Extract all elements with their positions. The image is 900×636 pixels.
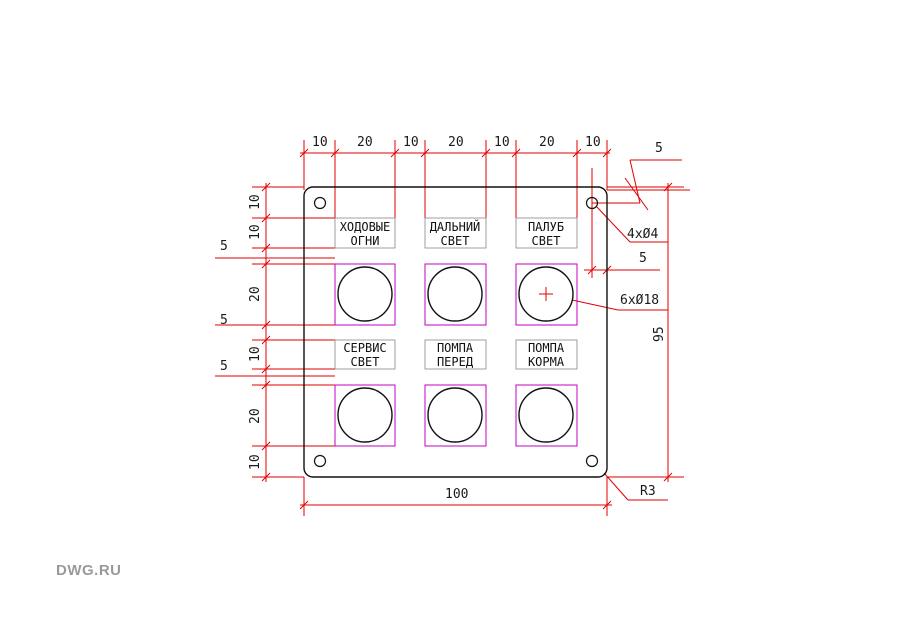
dim-button-holes: 6xØ18 — [620, 293, 659, 308]
button-hole — [427, 266, 483, 322]
button-square — [515, 263, 578, 326]
label-boxes — [334, 217, 578, 370]
mount-hole — [585, 196, 599, 210]
label-line-1: ХОДОВЫЕ — [340, 220, 391, 234]
dimension-text-top: 10 20 10 20 10 20 10 — [312, 135, 601, 150]
dim-left: 20 — [248, 408, 263, 424]
button-hole — [518, 266, 574, 322]
dimension-text-left: 10 10 5 20 5 10 5 20 10 — [220, 194, 263, 470]
dim-corner-offset-top: 5 — [655, 141, 663, 156]
dim-top: 20 — [448, 135, 464, 150]
dim-top: 10 — [494, 135, 510, 150]
dimension-lines — [215, 140, 690, 516]
label-line-1: СЕРВИС — [343, 341, 386, 355]
label-line-2: КОРМА — [528, 355, 565, 369]
button-hole — [337, 387, 393, 443]
dim-left: 5 — [220, 313, 228, 328]
panel-outline — [303, 186, 608, 478]
labels: ХОДОВЫЕ ОГНИ ДАЛЬНИЙ СВЕТ ПАЛУБ СВЕТ СЕР… — [340, 219, 565, 369]
label-line-2: СВЕТ — [351, 355, 380, 369]
mounting-holes — [313, 196, 599, 468]
mount-hole — [313, 454, 327, 468]
mount-hole — [585, 454, 599, 468]
dim-left: 10 — [248, 224, 263, 240]
button-hole — [337, 266, 393, 322]
dim-left: 5 — [220, 359, 228, 374]
mount-hole — [313, 196, 327, 210]
button-square — [424, 384, 487, 447]
button-square — [334, 263, 396, 326]
dim-left: 10 — [248, 194, 263, 210]
dim-left: 20 — [248, 286, 263, 302]
label-line-1: ПОМПА — [528, 341, 565, 355]
button-square — [334, 384, 396, 447]
dim-top: 10 — [585, 135, 601, 150]
button-square — [515, 384, 578, 447]
dim-width: 100 — [445, 487, 468, 502]
label-line-2: ОГНИ — [351, 234, 380, 248]
dim-left: 10 — [248, 346, 263, 362]
label-line-1: ПОМПА — [437, 341, 474, 355]
dim-left: 10 — [248, 454, 263, 470]
dim-mount-holes: 4xØ4 — [627, 227, 658, 242]
dim-top: 20 — [357, 135, 373, 150]
dim-top: 10 — [403, 135, 419, 150]
label-line-2: СВЕТ — [441, 234, 470, 248]
dim-left: 5 — [220, 239, 228, 254]
label-line-2: ПЕРЕД — [437, 355, 474, 369]
buttons — [334, 263, 578, 447]
dim-top: 20 — [539, 135, 555, 150]
dim-height: 95 — [652, 326, 667, 342]
dim-corner-radius: R3 — [640, 484, 656, 499]
label-line-2: СВЕТ — [532, 234, 561, 248]
button-hole — [518, 387, 574, 443]
label-line-1: ДАЛЬНИЙ — [430, 219, 481, 234]
button-square — [424, 263, 487, 326]
dim-top: 10 — [312, 135, 328, 150]
dim-corner-offset-side: 5 — [639, 251, 647, 266]
button-hole — [427, 387, 483, 443]
watermark: DWG.RU — [56, 562, 122, 579]
label-line-1: ПАЛУБ — [528, 220, 564, 234]
